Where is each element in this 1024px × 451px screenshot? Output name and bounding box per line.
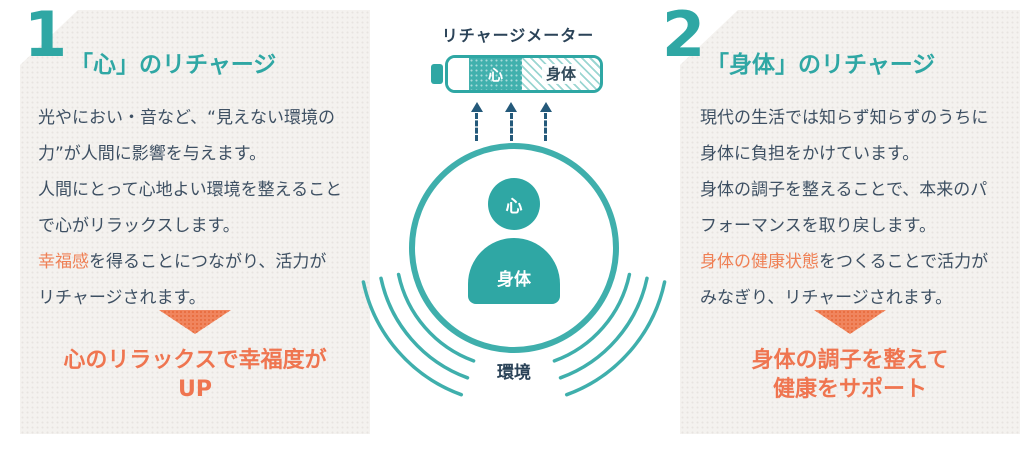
body-line: 現代の生活では知らず知らずのうちに — [700, 108, 989, 128]
body-line-rest: をつくることで活力が — [819, 252, 989, 272]
mind-recharge-description: 光やにおい・音など、“見えない環境の 力”が人間に影響を与えます。 人間にとって… — [38, 100, 364, 316]
environment-label: 環境 — [497, 363, 531, 383]
person-mind-label: 心 — [505, 196, 523, 217]
battery-mind-segment: 心 — [469, 58, 522, 90]
mind-recharge-card: 1 「心」のリチャージ 光やにおい・音など、“見えない環境の 力”が人間に影響を… — [20, 4, 370, 434]
recharge-arrows — [470, 102, 552, 144]
arrow-stem — [544, 113, 547, 141]
person-body-icon: 身体 — [468, 238, 560, 304]
up-arrow-icon — [470, 102, 483, 144]
environment-waves-icon — [361, 272, 667, 397]
arrow-stem — [475, 113, 478, 141]
up-arrow-icon — [539, 102, 552, 144]
arrow-head — [539, 102, 552, 112]
body-conclusion: 身体の調子を整えて 健康をサポート — [680, 346, 1020, 404]
body-line: 身体に負担をかけています。 — [700, 144, 920, 164]
body-recharge-card: 2 「身体」のリチャージ 現代の生活では知らず知らずのうちに 身体に負担をかけて… — [662, 4, 1020, 434]
body-recharge-description: 現代の生活では知らず知らずのうちに 身体に負担をかけています。 身体の調子を整え… — [700, 100, 1014, 316]
body-line: 人間にとって心地よい環境を整えること — [38, 180, 343, 200]
battery-mind-label: 心 — [487, 65, 503, 84]
person-head-icon: 心 — [488, 178, 540, 230]
battery-terminal-icon — [431, 64, 443, 84]
arrow-head — [505, 102, 517, 112]
body-line: フォーマンスを取り戻します。 — [700, 216, 936, 236]
arrow-head — [470, 102, 483, 112]
battery-empty-segment — [448, 58, 469, 90]
body-line: 光やにおい・音など、“見えない環境の — [38, 108, 335, 128]
body-recharge-title: 「身体」のリチャージ — [706, 52, 936, 79]
body-line: 身体の調子を整えることで、本来のパ — [700, 180, 988, 200]
conclusion-line: 身体の調子を整えて — [751, 348, 949, 373]
body-line: リチャージされます。 — [38, 288, 206, 308]
highlight-keyword: 身体の健康状態 — [700, 252, 819, 272]
battery-body-label: 身体 — [541, 64, 580, 84]
body-line: 身体の健康状態をつくることで活力が — [700, 244, 1014, 280]
up-arrow-icon — [505, 102, 518, 144]
step-number-2: 2 — [662, 0, 706, 71]
body-line: 幸福感を得ることにつながり、活力が — [38, 244, 364, 280]
body-line: みなぎり、リチャージされます。 — [700, 288, 953, 308]
battery-body-segment: 身体 — [522, 58, 600, 90]
mind-recharge-title: 「心」のリチャージ — [70, 52, 277, 79]
highlight-keyword: 幸福感 — [38, 252, 89, 272]
person-body-label: 身体 — [497, 270, 531, 290]
body-line: 力”が人間に影響を与えます。 — [38, 144, 267, 164]
conclusion-line: 健康をサポート — [772, 377, 927, 402]
card-background — [680, 10, 1020, 434]
card-background — [20, 10, 370, 434]
conclusion-line: 心のリラックスで幸福度が — [63, 348, 327, 373]
mind-conclusion: 心のリラックスで幸福度が UP — [20, 346, 370, 404]
conclusion-line: UP — [178, 377, 212, 402]
battery-body: 心 身体 — [445, 55, 603, 93]
body-line-rest: を得ることにつながり、活力が — [89, 252, 327, 272]
recharge-meter-battery: 心 身体 — [431, 55, 603, 93]
step-number-1: 1 — [24, 0, 68, 71]
body-line: で心がリラックスします。 — [38, 216, 240, 236]
recharge-meter-label: リチャージメーター — [441, 26, 595, 45]
arrow-stem — [509, 113, 513, 141]
